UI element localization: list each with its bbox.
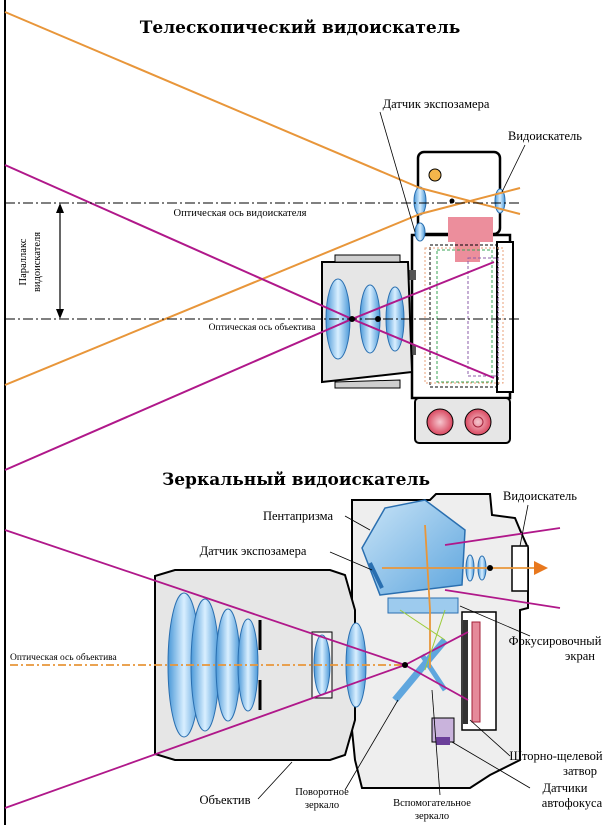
lens-label: Объектив bbox=[199, 793, 250, 807]
af-path-line-1 bbox=[399, 609, 446, 641]
film-sensor-strip bbox=[471, 621, 481, 723]
lens-axis-label-top: Оптическая ось объектива bbox=[209, 322, 317, 333]
exposure-sensor-leader-top bbox=[379, 111, 416, 233]
viewfinder-eyepiece-lens bbox=[494, 188, 506, 214]
af-sensors-label-1: Датчики bbox=[543, 781, 588, 795]
viewfinder-axis-label: Оптическая ось видоискателя bbox=[173, 208, 306, 219]
exposure-sensor-leader-bottom bbox=[329, 551, 373, 571]
top-title: Телескопический видоискатель bbox=[140, 18, 461, 38]
parallax-arrow bbox=[56, 203, 64, 319]
viewfinder-leader-bottom bbox=[519, 504, 529, 547]
lens-axis-label-bottom: Оптическая ось объектива bbox=[10, 652, 118, 663]
focusing-screen bbox=[387, 597, 459, 614]
viewfinder-label-top: Видоискатель bbox=[508, 129, 582, 143]
exposure-sensor-label-top: Датчик экспозамера bbox=[383, 97, 490, 111]
pentaprism-leader bbox=[344, 515, 371, 531]
viewfinder-front-lens bbox=[413, 186, 427, 216]
aux-mirror-leader bbox=[431, 689, 441, 796]
pentaprism bbox=[361, 499, 466, 596]
exposure-sensor-window bbox=[414, 222, 426, 242]
af-path-line-2 bbox=[424, 609, 446, 671]
af-sensor-chip bbox=[436, 737, 450, 745]
pentaprism-label: Пентапризма bbox=[263, 509, 333, 523]
af-sensors-label-2: автофокуса bbox=[542, 796, 603, 810]
focus-screen-label-1: Фокусировочный bbox=[509, 634, 602, 648]
parallax-label-2: видоискателя bbox=[32, 232, 43, 292]
viewfinder-rays bbox=[4, 11, 521, 386]
lens-rays bbox=[4, 164, 495, 471]
exposure-sensor-bottom bbox=[368, 562, 384, 589]
slr-viewfinder-rays bbox=[10, 524, 535, 668]
swing-mirror-leader bbox=[344, 699, 399, 791]
parallax-label-1: Параллакс bbox=[18, 238, 29, 285]
lens-leader bbox=[257, 761, 293, 800]
af-sensors-leader bbox=[451, 741, 531, 789]
slr-eyepiece-point bbox=[487, 565, 493, 571]
exposure-sensor-label-bottom: Датчик экспозамера bbox=[200, 544, 307, 558]
rangefinder-lens-barrel bbox=[321, 254, 414, 389]
aux-mirror-label-2: зеркало bbox=[415, 811, 449, 822]
shutter-label-1: Шторно-щелевой bbox=[509, 749, 603, 763]
viewfinder-node-point bbox=[449, 198, 455, 204]
shutter-label-2: затвор bbox=[563, 764, 597, 778]
swing-mirror-label-2: зеркало bbox=[305, 800, 339, 811]
viewfinder-leader-top bbox=[501, 144, 526, 193]
focus-screen-label-2: экран bbox=[565, 649, 595, 663]
aux-mirror-label-1: Вспомогательное bbox=[393, 798, 471, 809]
view-arrow bbox=[534, 561, 548, 575]
slr-lens-focal-point bbox=[402, 662, 408, 668]
focus-screen-leader bbox=[459, 605, 531, 637]
swing-mirror-label-1: Поворотное bbox=[295, 787, 349, 798]
viewfinder-label-bottom: Видоискатель bbox=[503, 489, 577, 503]
swing-mirror bbox=[392, 637, 448, 703]
bottom-title: Зеркальный видоискатель bbox=[162, 470, 430, 490]
shutter-curtain bbox=[463, 620, 468, 724]
shutter-leader bbox=[469, 719, 511, 757]
slr-lens-rays bbox=[4, 527, 561, 809]
